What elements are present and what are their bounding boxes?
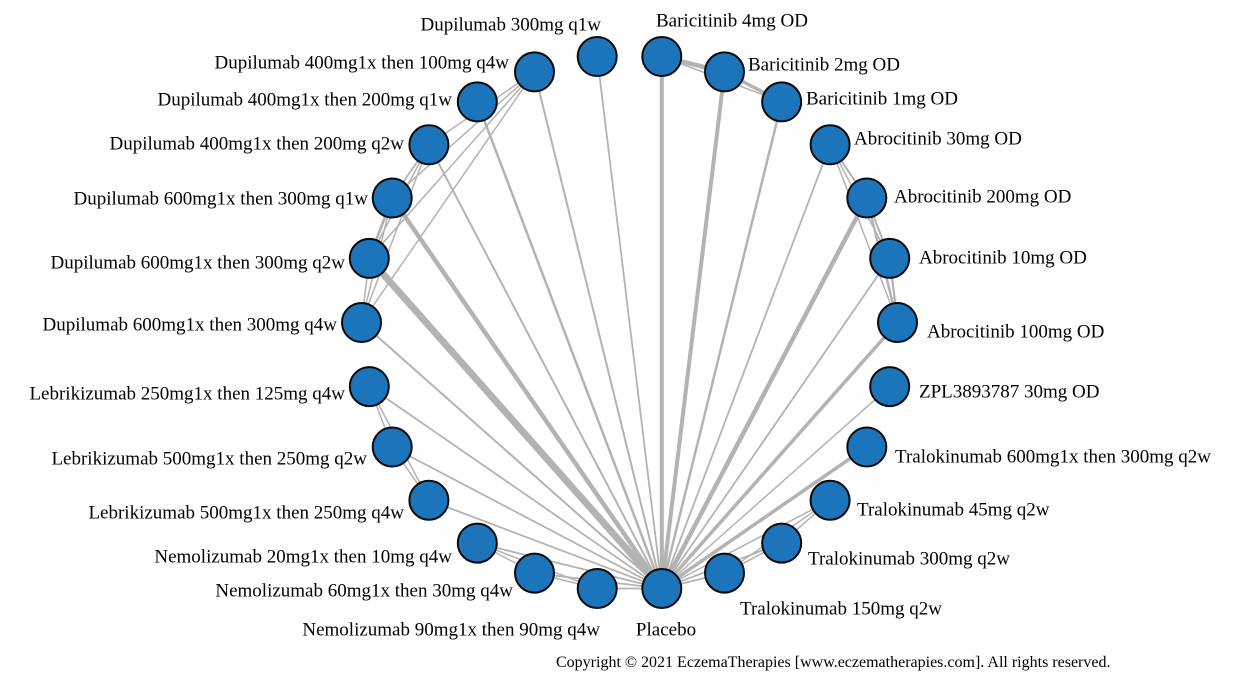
node-abrocitinib-200mg-od [846,177,888,219]
node-dupilumab-600mg1x-then-300mg-q2w [348,237,390,279]
node-label-dupilumab-600mg1x-then-300mg-q2w: Dupilumab 600mg1x then 300mg q2w [51,253,346,274]
node-baricitinib-2mg-od [704,51,745,93]
edge-6-12 [660,321,899,590]
node-abrocitinib-100mg-od [877,302,918,343]
node-label-dupilumab-600mg1x-then-300mg-q4w: Dupilumab 600mg1x then 300mg q4w [43,315,338,336]
edge-7-12 [661,386,891,590]
node-label-abrocitinib-100mg-od: Abrocitinib 100mg OD [927,322,1104,343]
edge-4-12 [659,196,869,590]
node-label-dupilumab-600mg1x-then-300mg-q1w: Dupilumab 600mg1x then 300mg q1w [74,189,369,210]
copyright-text: Copyright © 2021 EczemaTherapies [www.ec… [556,654,1110,671]
edge-19-22 [360,144,430,323]
edge-5-12 [661,257,891,590]
node-label-tralokinumab-600mg1x-then-300mg-q2w: Tralokinumab 600mg1x then 300mg q2w [895,447,1211,468]
node-label-nemolizumab-20mg1x-then-10mg-q4w: Nemolizumab 20mg1x then 10mg q4w [154,547,452,568]
edge-20-24 [368,71,536,259]
node-label-baricitinib-2mg-od: Baricitinib 2mg OD [748,55,900,76]
edge-24-12 [533,71,663,589]
node-placebo [641,568,683,609]
node-abrocitinib-30mg-od [809,124,851,166]
node-dupilumab-400mg1x-then-200mg-q2w [408,124,450,166]
node-label-abrocitinib-30mg-od: Abrocitinib 30mg OD [854,129,1022,150]
node-label-placebo: Placebo [636,620,696,641]
edge-18-12 [368,385,663,590]
edge-3-12 [660,144,831,589]
node-lebrikizumab-250mg1x-then-125mg-q4w [348,366,390,408]
node-nemolizumab-60mg1x-then-30mg-q4w [514,552,555,594]
edge-1-12 [659,71,727,589]
edge-21-24 [391,71,535,199]
node-label-nemolizumab-90mg1x-then-90mg-q4w: Nemolizumab 90mg1x then 90mg q4w [302,620,600,641]
node-tralokinumab-600mg1x-then-300mg-q2w [846,426,888,468]
edge-23-12 [476,101,663,589]
labels-layer: Baricitinib 4mg OD Baricitinib 2mg OD Bari… [29,11,1211,641]
node-label-dupilumab-400mg1x-then-200mg-q1w: Dupilumab 400mg1x then 200mg q1w [158,90,453,111]
node-baricitinib-4mg-od [641,36,683,77]
edges-layer [360,54,899,591]
node-dupilumab-400mg1x-then-100mg-q4w [514,51,555,93]
edge-8-12 [660,445,868,590]
node-label-dupilumab-400mg1x-then-100mg-q4w: Dupilumab 400mg1x then 100mg q4w [215,53,510,74]
edge-17-12 [391,446,663,590]
node-nemolizumab-90mg1x-then-90mg-q4w [576,568,618,609]
node-label-tralokinumab-45mg-q2w: Tralokinumab 45mg q2w [857,500,1050,521]
node-label-tralokinumab-150mg-q2w: Tralokinumab 150mg q2w [740,599,942,620]
node-label-baricitinib-4mg-od: Baricitinib 4mg OD [656,11,808,32]
node-label-abrocitinib-10mg-od: Abrocitinib 10mg OD [919,248,1087,269]
edge-16-12 [428,499,663,590]
nodes-layer [341,36,918,609]
node-tralokinumab-45mg-q2w [809,479,851,521]
node-label-baricitinib-1mg-od: Baricitinib 1mg OD [806,89,958,110]
edge-25-12 [596,56,663,589]
edge-22-12 [428,144,663,589]
node-lebrikizumab-500mg1x-then-250mg-q2w [371,426,413,468]
node-dupilumab-600mg1x-then-300mg-q1w [371,177,413,219]
edge-19-12 [360,321,663,590]
node-label-zpl3893787-30mg-od: ZPL3893787 30mg OD [919,382,1100,403]
edge-21-12 [390,196,664,590]
node-label-lebrikizumab-250mg1x-then-125mg-q4w: Lebrikizumab 250mg1x then 125mg q4w [29,384,345,405]
node-label-dupilumab-400mg1x-then-200mg-q2w: Dupilumab 400mg1x then 200mg q2w [110,134,405,155]
node-dupilumab-300mg-q1w [576,36,618,77]
node-lebrikizumab-500mg1x-then-250mg-q4w [408,479,450,521]
node-tralokinumab-300mg-q2w [761,522,803,564]
node-dupilumab-600mg1x-then-300mg-q4w [341,302,382,343]
node-nemolizumab-20mg1x-then-10mg-q4w [456,522,498,564]
edge-2-12 [660,101,783,589]
node-dupilumab-400mg1x-then-200mg-q1w [456,81,498,123]
node-label-tralokinumab-300mg-q2w: Tralokinumab 300mg q2w [808,549,1010,570]
edge-3-6 [829,144,899,323]
node-label-nemolizumab-60mg1x-then-30mg-q4w: Nemolizumab 60mg1x then 30mg q4w [215,581,513,602]
edge-19-24 [360,71,536,323]
node-label-dupilumab-300mg-q1w: Dupilumab 300mg q1w [421,15,602,36]
node-baricitinib-1mg-od [761,81,803,123]
node-label-abrocitinib-200mg-od: Abrocitinib 200mg OD [894,187,1071,208]
edge-9-12 [661,499,831,590]
node-zpl3893787-30mg-od [869,366,911,408]
node-label-lebrikizumab-500mg1x-then-250mg-q2w: Lebrikizumab 500mg1x then 250mg q2w [51,449,367,470]
node-label-lebrikizumab-500mg1x-then-250mg-q4w: Lebrikizumab 500mg1x then 250mg q4w [88,503,404,524]
edge-15-12 [477,542,663,590]
edge-20-12 [366,256,665,591]
node-abrocitinib-10mg-od [869,237,911,279]
node-tralokinumab-150mg-q2w [704,552,745,594]
